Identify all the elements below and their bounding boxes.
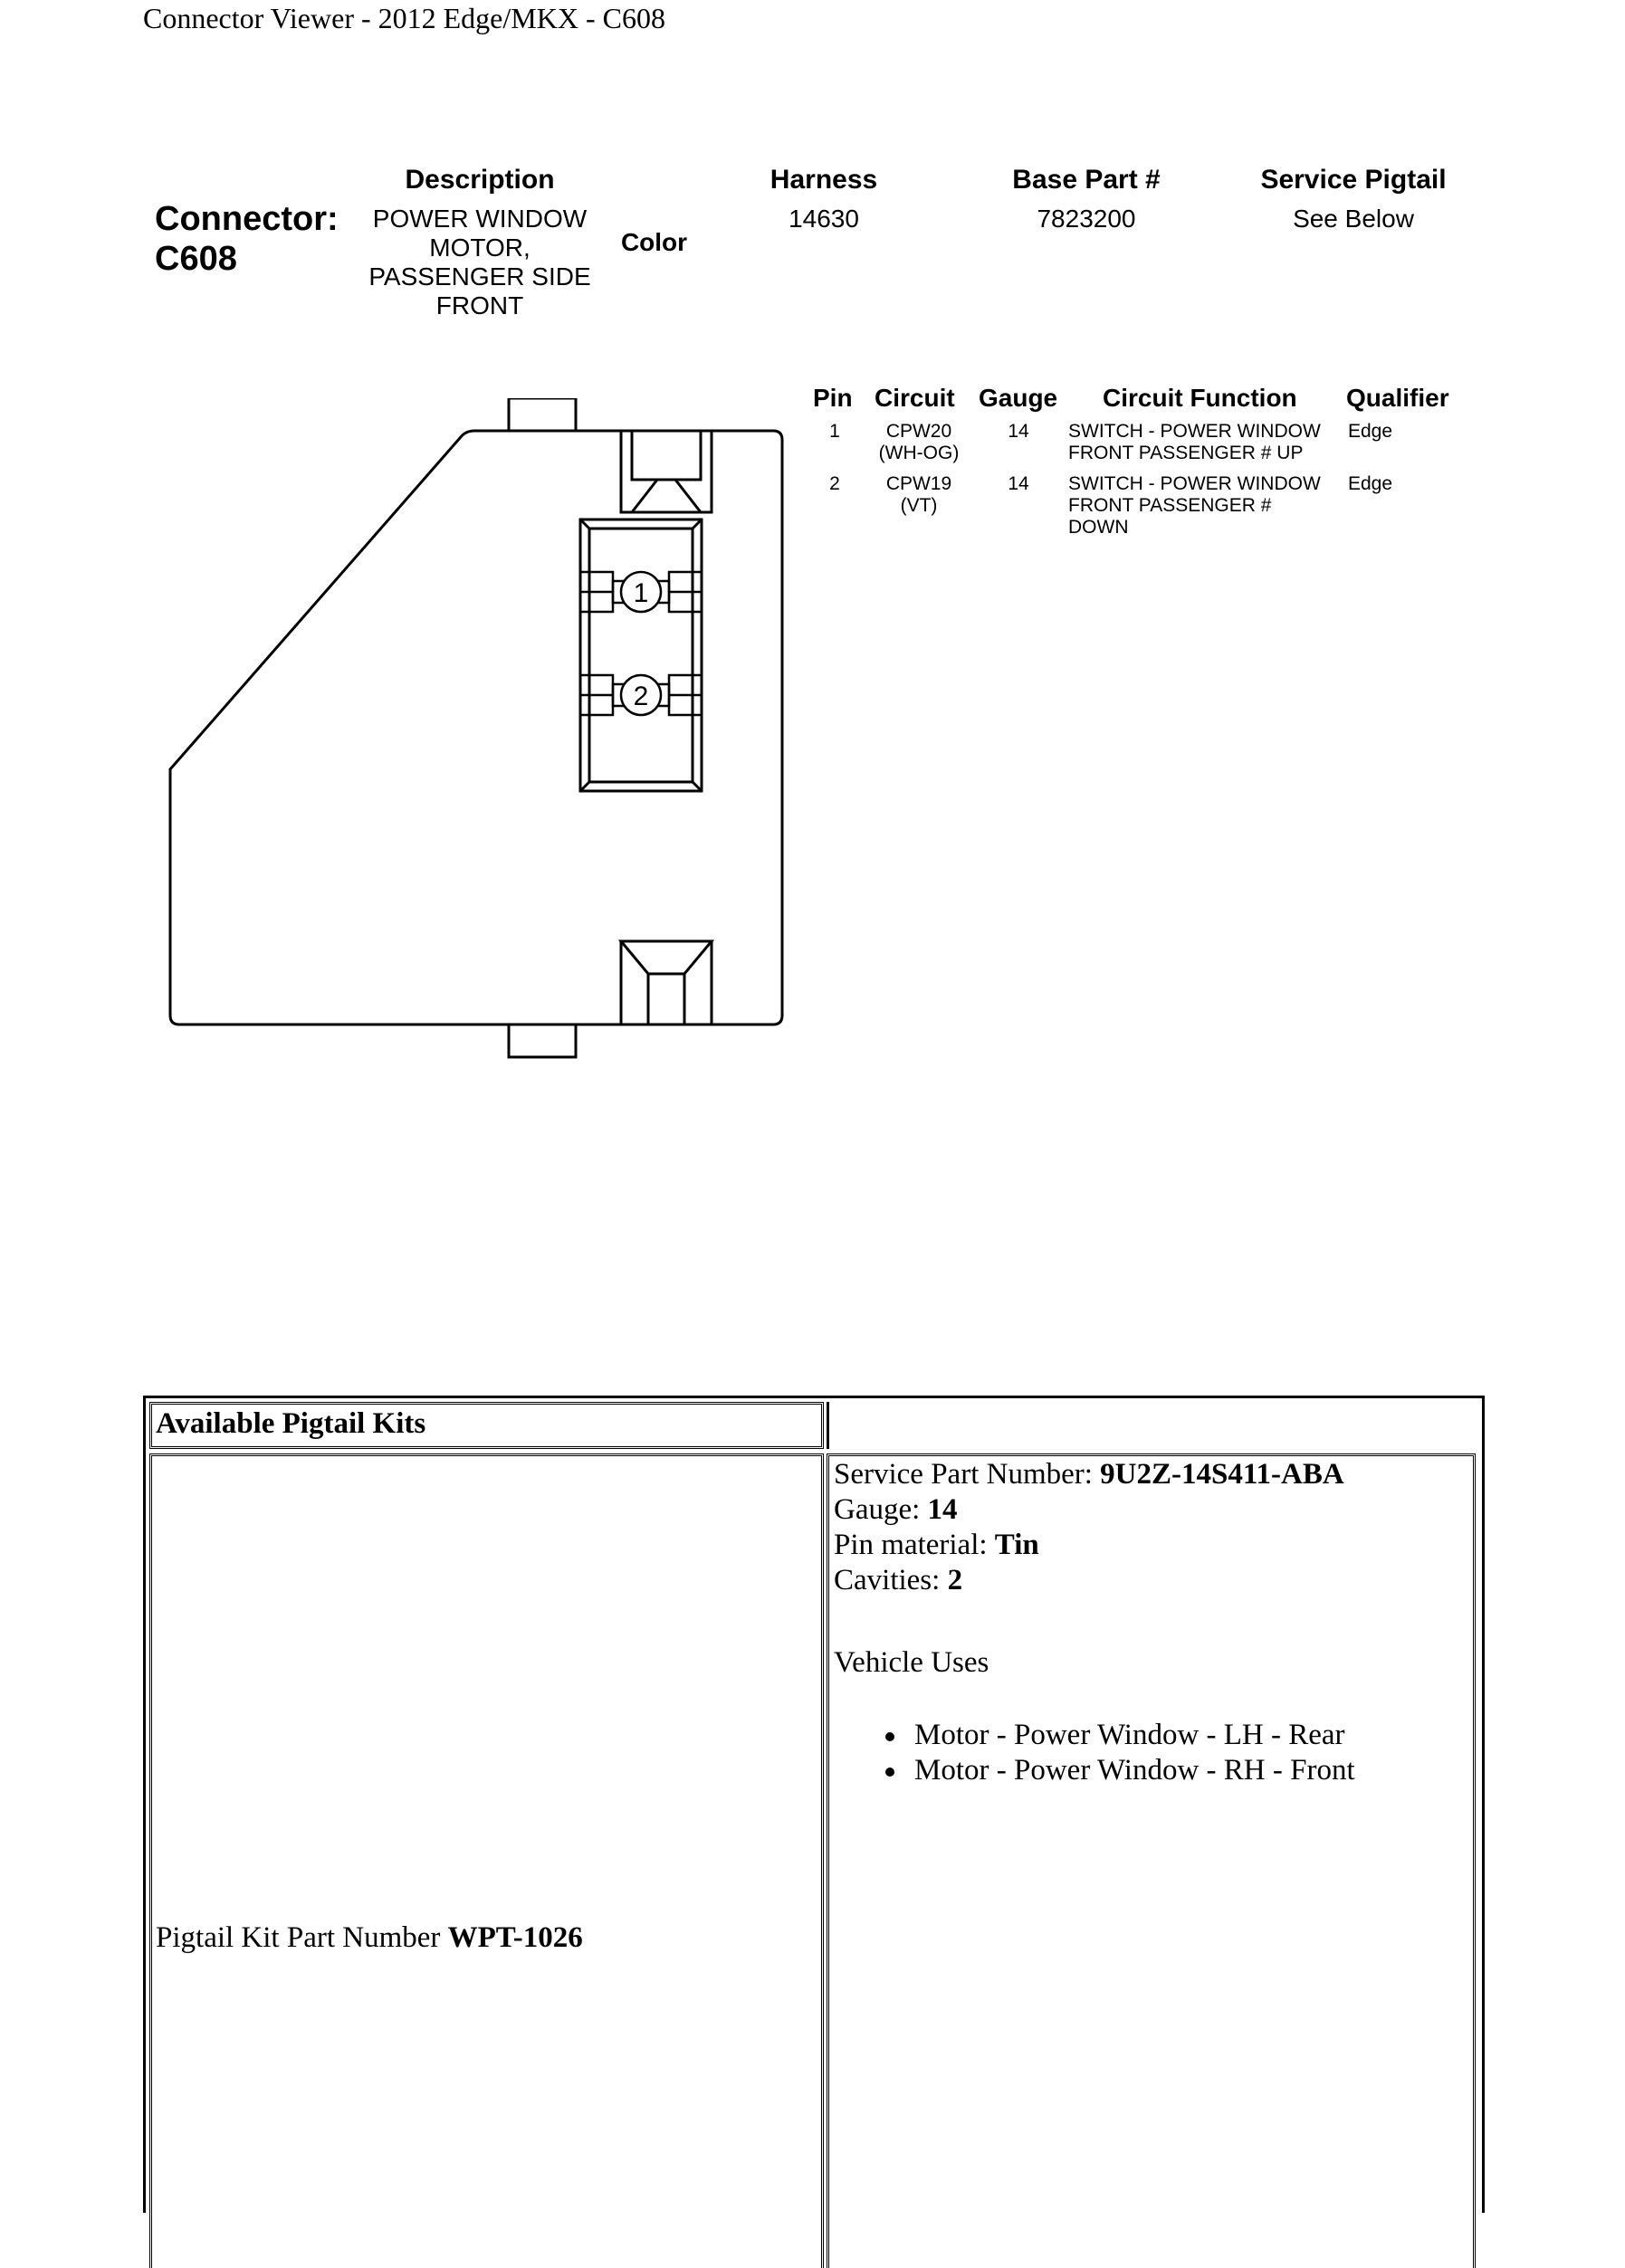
service-pigtail-header: Service Pigtail bbox=[1260, 165, 1447, 195]
circuit-id: CPW20 bbox=[885, 421, 952, 442]
circuit-color: (WH-OG) bbox=[878, 443, 960, 463]
function-line: SWITCH - POWER WINDOW bbox=[1068, 473, 1321, 494]
list-item: Motor - Power Window - LH - Rear bbox=[885, 1718, 1355, 1753]
circuit-header: Circuit bbox=[875, 384, 955, 412]
pigtail-kits-table bbox=[143, 1396, 1485, 2213]
vehicle-uses-list: Motor - Power Window - LH - Rear Motor -… bbox=[885, 1718, 1355, 1788]
pigtail-kit-part-number: Pigtail Kit Part Number WPT-1026 bbox=[156, 1921, 583, 1954]
bullet-icon bbox=[885, 1768, 894, 1777]
description-line: POWER WINDOW bbox=[372, 205, 588, 233]
function-line: FRONT PASSENGER # bbox=[1068, 495, 1272, 516]
gauge-cell: 14 bbox=[1008, 473, 1029, 494]
pigtail-image-cell bbox=[149, 1453, 824, 2268]
connector-label-line1: Connector: bbox=[155, 200, 339, 238]
qualifier-header: Qualifier bbox=[1346, 384, 1449, 412]
function-cell: SWITCH - POWER WINDOW FRONT PASSENGER # … bbox=[1068, 421, 1340, 464]
pigtail-gauge: Gauge: 14 bbox=[834, 1493, 958, 1526]
pigtail-specs: Service Part Number: 9U2Z-14S411-ABA Gau… bbox=[834, 1457, 1344, 1598]
function-line: DOWN bbox=[1068, 517, 1129, 538]
circuit-color: (VT) bbox=[900, 495, 938, 516]
bottom-latch-tab bbox=[507, 1023, 578, 1059]
base-part-value: 7823200 bbox=[1037, 205, 1136, 233]
function-cell: SWITCH - POWER WINDOW FRONT PASSENGER # … bbox=[1068, 473, 1340, 538]
connector-id: C608 bbox=[155, 240, 237, 278]
vehicle-uses-heading: Vehicle Uses bbox=[834, 1646, 989, 1679]
harness-value: 14630 bbox=[789, 205, 859, 233]
pin-label-1: 1 bbox=[634, 578, 649, 608]
pigtail-header-spacer bbox=[827, 1402, 1478, 1449]
function-line: FRONT PASSENGER # UP bbox=[1068, 443, 1304, 463]
service-pigtail-value: See Below bbox=[1293, 205, 1414, 233]
qualifier-cell: Edge bbox=[1348, 473, 1393, 494]
base-part-header: Base Part # bbox=[1012, 165, 1161, 195]
description-line: MOTOR, bbox=[429, 233, 531, 262]
cavity-frame bbox=[578, 518, 703, 793]
circuit-cell: CPW20 (WH-OG) bbox=[865, 421, 973, 464]
service-part-number: Service Part Number: 9U2Z-14S411-ABA bbox=[834, 1458, 1344, 1491]
circuit-cell: CPW19 (VT) bbox=[865, 473, 973, 517]
pin-label-2: 2 bbox=[634, 681, 649, 711]
housing-outline bbox=[168, 429, 784, 1026]
pin-cavity-1 bbox=[578, 570, 703, 614]
pigtail-heading: Available Pigtail Kits bbox=[156, 1407, 426, 1440]
list-item: Motor - Power Window - RH - Front bbox=[885, 1753, 1355, 1788]
gauge-cell: 14 bbox=[1008, 421, 1029, 442]
pin-material: Pin material: Tin bbox=[834, 1529, 1039, 1561]
circuit-id: CPW19 bbox=[885, 473, 952, 494]
page-title: Connector Viewer - 2012 Edge/MKX - C608 bbox=[143, 2, 665, 34]
harness-header: Harness bbox=[769, 165, 878, 195]
connector-face-diagram: 1 2 bbox=[168, 398, 784, 1059]
description-header: Description bbox=[405, 165, 555, 195]
description-line: PASSENGER SIDE bbox=[368, 262, 591, 291]
qualifier-cell: Edge bbox=[1348, 421, 1393, 442]
color-header: Color bbox=[620, 228, 688, 256]
pin-header: Pin bbox=[813, 384, 853, 412]
pin-cell: 1 bbox=[829, 421, 840, 442]
circuit-function-header: Circuit Function bbox=[1103, 384, 1297, 412]
pin-cavity-2 bbox=[578, 673, 703, 717]
connector-label: Connector: C608 bbox=[155, 199, 339, 279]
bullet-icon bbox=[885, 1732, 894, 1742]
pigtail-heading-cell bbox=[149, 1402, 824, 1449]
bottom-key-slot bbox=[617, 939, 715, 1024]
top-latch-tab bbox=[507, 398, 578, 433]
function-line: SWITCH - POWER WINDOW bbox=[1068, 421, 1321, 442]
description-line: FRONT bbox=[435, 291, 524, 319]
description-value: POWER WINDOW MOTOR, PASSENGER SIDE FRONT bbox=[349, 205, 611, 320]
cavities: Cavities: 2 bbox=[834, 1564, 963, 1596]
top-key-slot bbox=[619, 431, 713, 514]
pin-cell: 2 bbox=[829, 473, 840, 494]
pigtail-details-cell bbox=[827, 1453, 1476, 2268]
gauge-header: Gauge bbox=[979, 384, 1058, 412]
